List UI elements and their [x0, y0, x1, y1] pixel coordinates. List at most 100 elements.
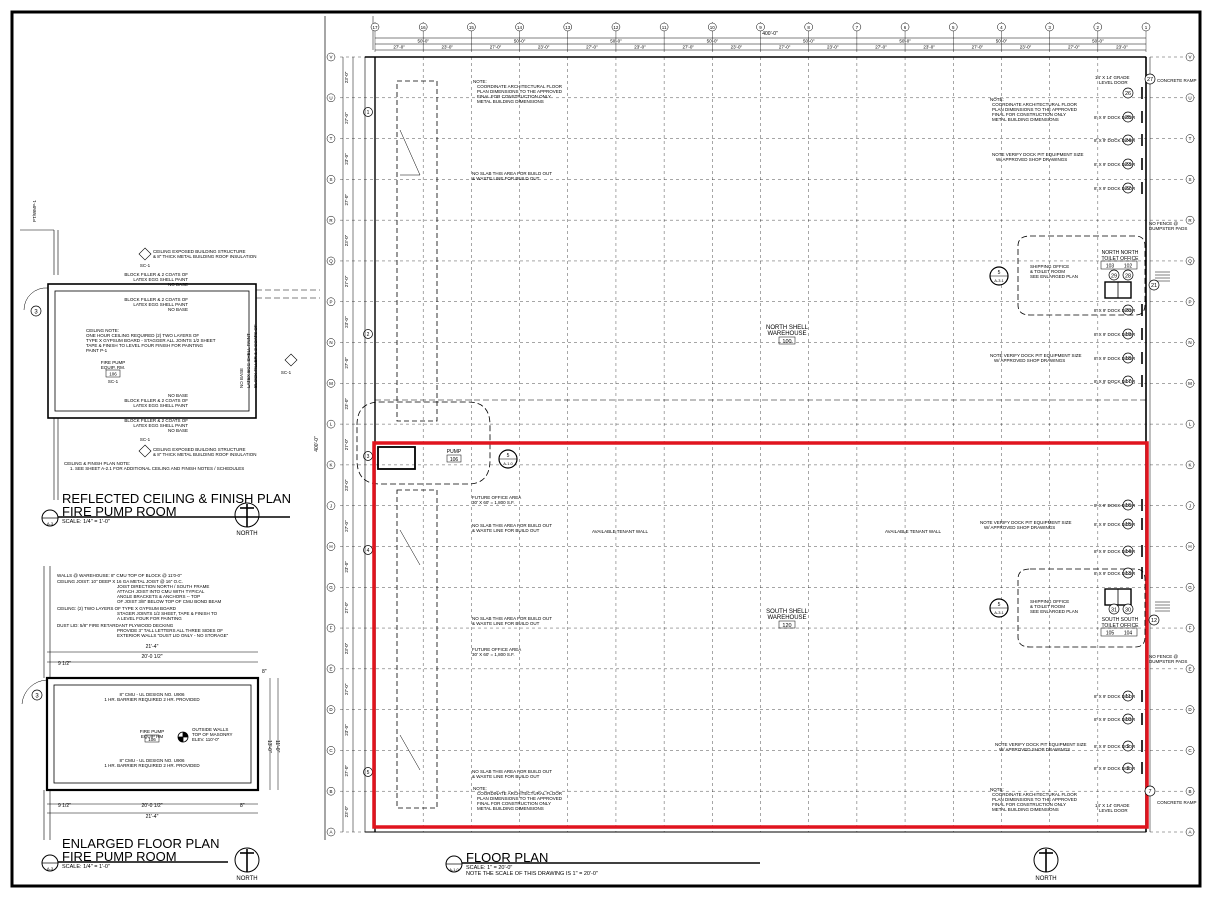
dock-door-tag-text: 12	[1151, 618, 1157, 624]
efp-note-8: A LEVEL FOUR FOR PAINTING	[117, 616, 182, 621]
grid-row-label-left: A	[329, 830, 332, 835]
grid-row-label-left: L	[330, 422, 333, 427]
dock-door-label: 8' X 9' DOCK DOOR	[1094, 744, 1136, 749]
north-room-num: 100	[782, 339, 791, 345]
svg-text:NOTE:: NOTE:	[473, 79, 487, 84]
grid-row-label-left: T	[330, 136, 333, 141]
grid-row-bubble-right	[1185, 746, 1195, 755]
office-door-tag-29-text: 29	[1111, 274, 1117, 280]
subbay-dim: 27'-0"	[972, 45, 984, 50]
overall-height: 400'-0"	[314, 436, 320, 452]
rcp-north-label: NORTH	[236, 531, 257, 537]
grid-row-label-right: C	[1188, 748, 1192, 753]
grid-row-bubble-right	[1185, 134, 1195, 143]
dock-door-label: 8' X 9' DOCK DOOR	[1094, 356, 1136, 361]
grid-row-label-left: R	[329, 218, 333, 223]
grid-col-label: 4	[1000, 25, 1003, 30]
dock-door-label: 8' X 9' DOCK DOOR	[1094, 162, 1136, 167]
rcp-sc1-right: SC-1	[281, 370, 292, 375]
svg-text:PLAN DIMENSIONS TO THE APPROVE: PLAN DIMENSIONS TO THE APPROVED	[992, 797, 1078, 802]
efp-note-9: DUST LID: 5/8" FIRE RETARDANT PLYWOOD DE…	[57, 623, 174, 628]
svg-text:METAL BUILDING DIMENSIONS: METAL BUILDING DIMENSIONS	[992, 807, 1059, 812]
svg-text:COORDINATE ARCHITECTURAL FLOOR: COORDINATE ARCHITECTURAL FLOOR	[477, 791, 563, 796]
future-office-note-1: FUTURE OFFICE AREA 30' X 60' = 1,800 S.F…	[472, 495, 521, 505]
grid-col-label: 13	[565, 25, 571, 30]
subbay-dim: 23'-0"	[731, 45, 743, 50]
dock-door-tag-text: 18	[1125, 356, 1131, 362]
subbay-dim: 27'-0"	[779, 45, 791, 50]
grid-col-bubble	[418, 22, 428, 32]
no-fence-note-north: NO FENCE @ DUMPSTER PADS	[1149, 221, 1187, 231]
dock-door-tag	[1122, 134, 1134, 146]
north-shipping-office-outline	[1017, 235, 1146, 316]
svg-text:14' X 14' GRADE: 14' X 14' GRADE	[1095, 803, 1129, 808]
floor-buildout-strips	[356, 80, 491, 809]
office-door-tag-29	[1108, 269, 1120, 281]
grid-row-label-right: R	[1188, 218, 1192, 223]
rcp-filler-2: BLOCK FILLER & 2 COATS OF	[124, 297, 188, 302]
efp-note-6: CEILING: (2) TWO LAYERS OF TYPE X GYPSUM…	[57, 606, 177, 611]
west-door-tag	[363, 107, 373, 117]
rcp-title2: FIRE PUMP ROOM	[62, 504, 177, 519]
svg-text:30' X 60' = 1,800 S.F.: 30' X 60' = 1,800 S.F.	[472, 500, 515, 505]
svg-text:PLAN DIMENSIONS TO THE APPROVE: PLAN DIMENSIONS TO THE APPROVED	[477, 796, 563, 801]
dock-door-label: 8' X 9' DOCK DOOR	[1094, 522, 1136, 527]
grid-col-bubble	[708, 22, 717, 32]
south-toilet-label2: TOILET OFFICE	[1101, 623, 1139, 629]
office-door-tag-30	[1122, 603, 1134, 615]
svg-text:3: 3	[35, 694, 39, 700]
grade-door-note-south: 14' X 14' GRADE LEVEL DOOR	[1095, 803, 1129, 813]
subbay-dim: 27'-0"	[490, 45, 502, 50]
west-door-tag-text: 2	[367, 332, 370, 338]
rcp-north-arrow-icon	[234, 502, 260, 528]
grid-row-bubble-left	[326, 256, 336, 266]
subbay-dim: 27'-0"	[682, 45, 694, 50]
south-shipping-note: SHIPPING OFFICE & TOILET ROOM SEE ENLARG…	[1030, 599, 1078, 614]
rcp-title1: REFLECTED CEILING & FINISH PLAN	[62, 491, 291, 506]
tenant-wall-label-1: AVAILABLE TENANT WALL	[592, 529, 649, 534]
highlight-rectangle	[372, 441, 1149, 829]
efp-dim-right-bottom: 8"	[240, 803, 245, 809]
grid-col-label: 7	[856, 25, 859, 30]
svg-text:LEVEL DOOR: LEVEL DOOR	[1099, 80, 1128, 85]
efp-title1: ENLARGED FLOOR PLAN	[62, 836, 220, 851]
dock-door-tag-text: 11	[1125, 694, 1131, 700]
subbay-dim: 27'-0"	[393, 45, 405, 50]
svg-text:NO FENCE @: NO FENCE @	[1149, 221, 1179, 226]
grid-row-bubble-left	[326, 746, 336, 755]
svg-text:SHIPPING OFFICE: SHIPPING OFFICE	[1030, 599, 1069, 604]
dock-door-tag	[1122, 545, 1134, 557]
dock-door-tag-text: 8	[1126, 766, 1129, 772]
grade-door-tag	[1144, 73, 1156, 85]
south-room-name2: WAREHOUSE	[767, 615, 806, 621]
grid-col-bubble	[1045, 22, 1054, 32]
grid-col-label: 17	[372, 25, 378, 30]
south-toilet-label1: SOUTH SOUTH	[1102, 617, 1139, 623]
svg-text:PLAN DIMENSIONS TO THE APPROVE: PLAN DIMENSIONS TO THE APPROVED	[477, 89, 563, 94]
dock-door-tag	[1122, 111, 1134, 123]
grid-row-bubble-right	[1185, 460, 1195, 470]
dock-door-tag-text: 14	[1125, 549, 1131, 555]
svg-text:METAL BUILDING DIMENSIONS: METAL BUILDING DIMENSIONS	[992, 117, 1059, 122]
grid-row-bubble-left	[326, 786, 336, 796]
dock-door-tag	[1122, 87, 1134, 99]
dock-door-label: 8' X 9' DOCK DOOR	[1094, 115, 1136, 120]
svg-text:NO SLAB THIS AREA FOR BUILD OU: NO SLAB THIS AREA FOR BUILD OUT	[472, 769, 552, 774]
svg-text:NOTE VERIFY DOCK PIT EQUIPMENT: NOTE VERIFY DOCK PIT EQUIPMENT SIZE	[995, 742, 1087, 747]
grid-row-label-right: Q	[1188, 259, 1192, 264]
dock-door-tag-text: 10	[1125, 717, 1131, 723]
efp-outside2: TOP OF MASONRY	[192, 732, 233, 737]
grid-row-bubble-right	[1185, 93, 1195, 103]
grid-col-bubble	[949, 22, 958, 32]
efp-note-2: JOIST DIRECTION NORTH / SOUTH FRAME	[117, 584, 209, 589]
efp-north-label: NORTH	[236, 876, 257, 882]
svg-text:NO SLAB THIS AREA FOR BUILD OU: NO SLAB THIS AREA FOR BUILD OUT	[472, 523, 552, 528]
grid-row-label-left: E	[329, 666, 332, 671]
dock-door-tag-text: 23	[1125, 162, 1131, 168]
efp-dim-left-top: 9 1/2"	[58, 661, 71, 667]
efp-note-1: CEILING JOIST: 10" DEEP X 16 GA METAL JO…	[57, 579, 183, 584]
subbay-dim: 27'-0"	[1068, 45, 1080, 50]
svg-text:NOTE:: NOTE:	[990, 97, 1004, 102]
grid-row-bubble-left	[326, 175, 336, 184]
